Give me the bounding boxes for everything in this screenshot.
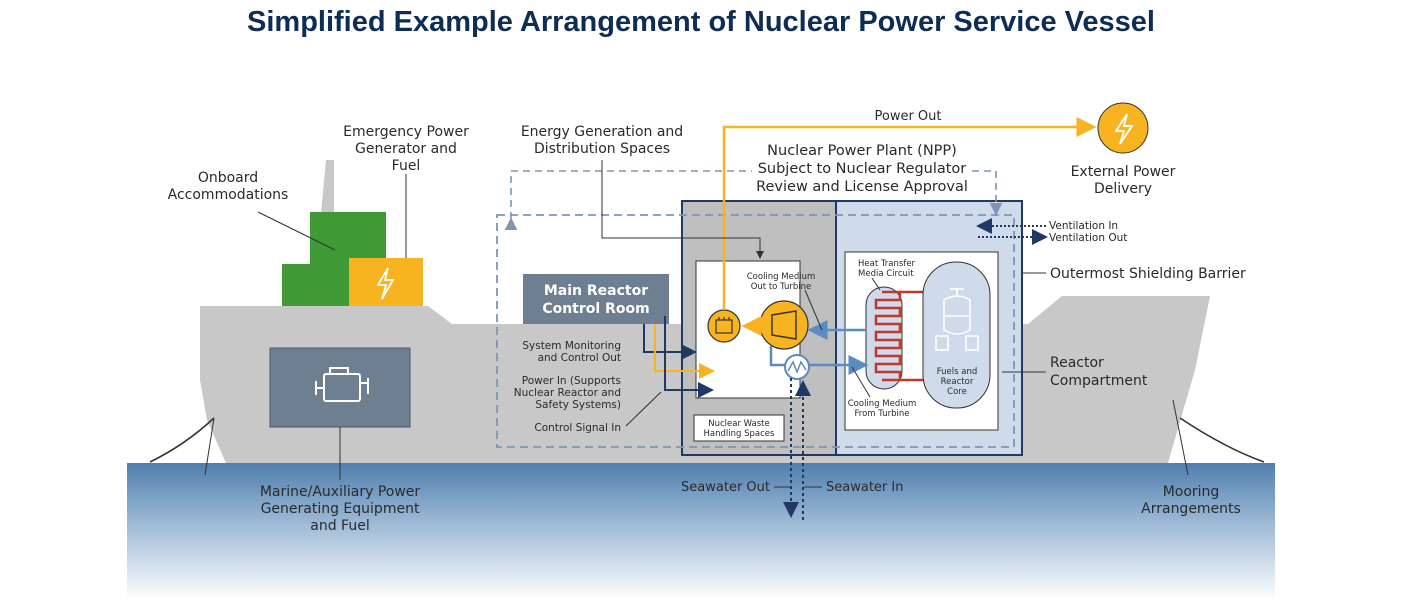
leader-accommodations — [257, 211, 336, 251]
cooling-from-label-2: From Turbine — [855, 409, 910, 419]
reactor-vessel — [922, 261, 991, 409]
leader-cooling-from — [851, 366, 871, 398]
npp-label-3: Review and License Approval — [756, 179, 968, 195]
funnel — [321, 160, 334, 213]
reactor-compartment-label-2: Compartment — [1050, 373, 1148, 389]
energy-generation-label-2: Distribution Spaces — [534, 141, 670, 157]
lightning-icon — [376, 267, 395, 300]
system-monitoring-label-2: and Control Out — [538, 352, 621, 364]
power-out-line — [722, 117, 1097, 310]
system-monitoring-line — [643, 324, 697, 360]
system-monitoring-label-1: System Monitoring — [522, 340, 621, 352]
power-in-line — [654, 324, 715, 379]
emergency-power-label-2: Generator and — [355, 141, 457, 157]
cooling-from-pipe — [769, 346, 869, 375]
cooling-out-label-2: Out to Turbine — [751, 282, 812, 292]
generator — [707, 309, 741, 343]
heat-exchanger-icon — [787, 360, 807, 375]
heat-transfer-label-1: Heat Transfer — [858, 259, 916, 269]
ventilation-out-label: Ventilation Out — [1049, 232, 1127, 244]
reactor-compartment-label-1: Reactor — [1050, 355, 1104, 371]
emergency-generator — [349, 258, 423, 306]
power-out-label: Power Out — [874, 109, 941, 124]
mooring-line-right — [1179, 417, 1265, 463]
cooling-out-label-1: Cooling Medium — [747, 272, 816, 282]
generator-icon — [715, 317, 733, 334]
marine-aux-label-3: and Fuel — [310, 518, 369, 534]
external-power-circle — [1097, 102, 1149, 154]
npp-label-1: Nuclear Power Plant (NPP) — [767, 143, 957, 159]
emergency-power-label-1: Emergency Power — [343, 124, 469, 140]
power-in-label-2: Nuclear Reactor and — [514, 387, 621, 399]
sea — [127, 463, 1275, 600]
mooring-line-left — [149, 417, 215, 463]
main-control-room-label-1: Main Reactor — [544, 283, 648, 299]
npp-label-2: Subject to Nuclear Regulator — [758, 161, 967, 177]
turbine-icon — [771, 310, 797, 340]
leader-mooring-right — [1172, 399, 1189, 476]
nuclear-waste-label-2: Handling Spaces — [704, 429, 775, 439]
control-signal-line — [664, 316, 714, 398]
reactor-vessel-icon — [935, 288, 979, 351]
emergency-power-label-3: Fuel — [392, 158, 421, 174]
marine-aux-box — [269, 347, 411, 428]
power-in-label-1: Power In (Supports — [522, 375, 621, 387]
npp-boundary — [496, 214, 1015, 448]
outermost-barrier-label: Outermost Shielding Barrier — [1050, 266, 1246, 282]
onboard-accommodations-label-2: Accommodations — [168, 187, 289, 203]
heat-transfer-vessel — [865, 286, 903, 390]
mooring-label-2: Arrangements — [1141, 501, 1241, 517]
page-title: Simplified Example Arrangement of Nuclea… — [247, 6, 1155, 38]
marine-aux-label-1: Marine/Auxiliary Power — [260, 484, 421, 500]
nuclear-waste-box — [693, 414, 785, 442]
seawater-out-label: Seawater Out — [681, 480, 770, 495]
leader-energy-generation — [601, 160, 764, 259]
heat-coil — [874, 290, 902, 382]
turbine — [759, 300, 809, 350]
nuclear-waste-label-1: Nuclear Waste — [708, 419, 769, 429]
npp-leader-dashed — [504, 170, 752, 231]
mooring-label-1: Mooring — [1163, 484, 1220, 500]
fuels-core-label-1: Fuels and — [937, 367, 978, 377]
seawater-in-label: Seawater In — [826, 480, 903, 495]
leader-cooling-out — [804, 289, 823, 331]
fuels-core-label-2: Reactor — [941, 377, 974, 387]
ventilation-in-label: Ventilation In — [1049, 220, 1118, 232]
main-control-room-box — [523, 274, 669, 324]
energy-generation-label-1: Energy Generation and — [521, 124, 683, 140]
external-power-label-2: Delivery — [1094, 181, 1152, 197]
fuels-core-label-3: Core — [947, 387, 967, 397]
onboard-accommodations-label-1: Onboard — [198, 170, 258, 186]
npp-leader-dashed-right — [972, 170, 1003, 216]
heat-transfer-label-2: Media Circuit — [858, 269, 914, 279]
heat-exchanger — [784, 354, 810, 380]
marine-aux-label-2: Generating Equipment — [261, 501, 420, 517]
leader-heat-transfer — [871, 277, 881, 291]
leader-control-signal — [625, 391, 662, 427]
main-control-room-label-2: Control Room — [542, 301, 649, 317]
external-power-label-1: External Power — [1071, 164, 1176, 180]
lightning-icon — [1114, 113, 1134, 145]
power-in-label-3: Safety Systems) — [535, 399, 621, 411]
cooling-from-label-1: Cooling Medium — [848, 399, 917, 409]
control-signal-label: Control Signal In — [534, 422, 621, 434]
leader-mooring-left — [204, 417, 215, 476]
engine-icon — [315, 367, 369, 402]
